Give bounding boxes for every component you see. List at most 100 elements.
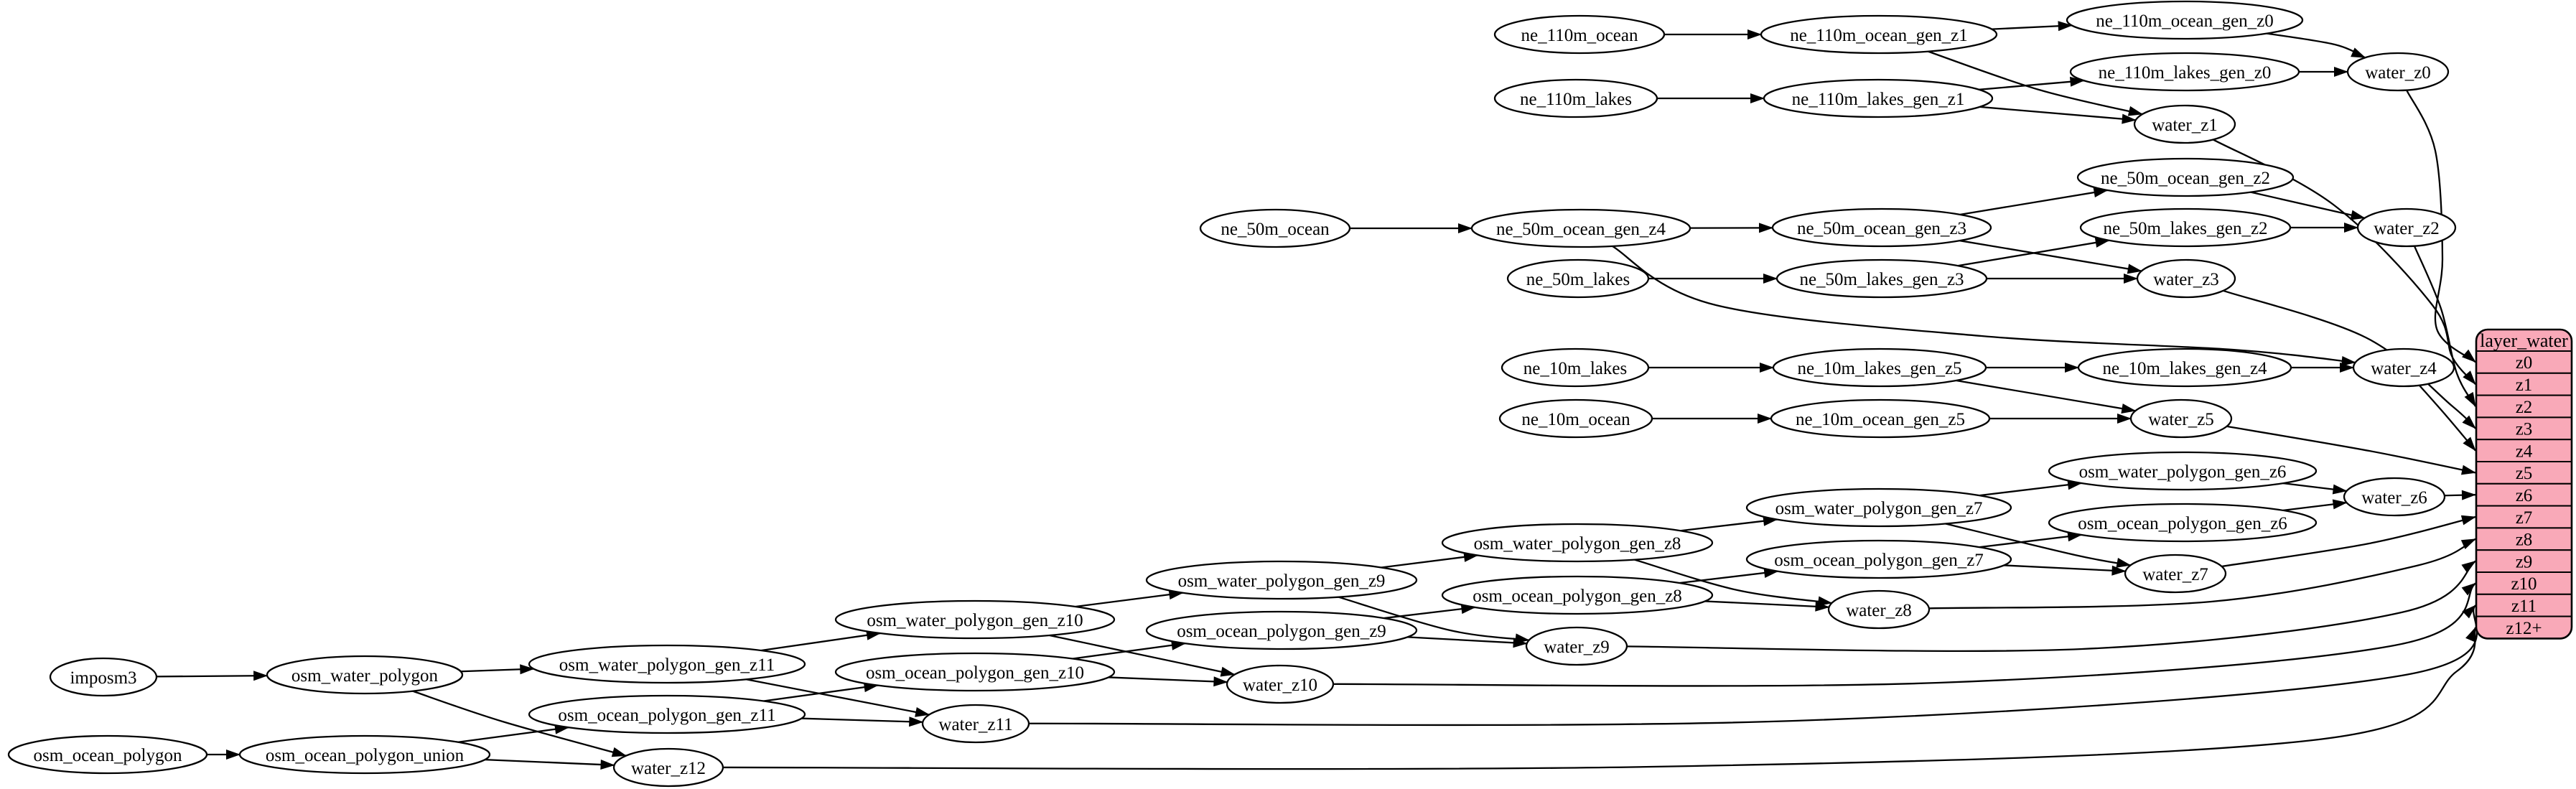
node-ellipse: [1470, 208, 1691, 248]
node-ellipse: [1771, 207, 1992, 248]
node-ellipse: [1145, 560, 1418, 600]
table-row-z3: [2476, 416, 2572, 441]
node-ellipse: [2079, 207, 2292, 248]
node-ellipse: [2352, 347, 2455, 388]
node-osm-ocean-polygon-union: osm_ocean_polygon_union: [238, 734, 491, 775]
edge-osm-water-polygon-gen-z10-to-osm-water-polygon-gen-z9: [1075, 589, 1184, 608]
edge-osm-water-polygon-to-water-z12: [412, 690, 627, 757]
node-ne-110m-ocean: ne_110m_ocean: [1493, 14, 1666, 55]
node-ne-10m-lakes: ne_10m_lakes: [1501, 347, 1650, 388]
node-ne-50m-ocean: ne_50m_ocean: [1199, 208, 1351, 248]
node-label: water_z7: [2142, 565, 2208, 584]
node-osm-water-polygon-gen-z6: osm_water_polygon_gen_z6: [2048, 451, 2318, 491]
node-ne-50m-ocean-gen-z4: ne_50m_ocean_gen_z4: [1470, 208, 1691, 248]
node-label: water_z1: [2152, 116, 2218, 135]
node-water-z1: water_z1: [2133, 104, 2236, 144]
node-label: osm_ocean_polygon_gen_z7: [1774, 551, 1984, 570]
edge-ne-50m-ocean-gen-z3-to-water-z3: [1959, 240, 2142, 274]
node-label: osm_water_polygon_gen_z7: [1775, 499, 1983, 518]
node-label: osm_water_polygon_gen_z8: [1474, 534, 1681, 554]
edge-water-z11-to-layer-water-z11: [1028, 604, 2478, 727]
node-osm-ocean-polygon-gen-z10: osm_ocean_polygon_gen_z10: [834, 652, 1116, 692]
node-ellipse: [1770, 398, 1991, 439]
node-ellipse: [2343, 477, 2446, 517]
node-ne-10m-lakes-gen-z4: ne_10m_lakes_gen_z4: [2077, 347, 2292, 388]
node-label: osm_water_polygon: [291, 666, 439, 686]
node-label: osm_water_polygon_gen_z11: [559, 655, 775, 675]
node-ellipse: [2356, 207, 2457, 248]
edge-osm-ocean-polygon-gen-z6-to-water-z6: [2282, 499, 2348, 512]
edge-water-z4-to-layer-water-z4: [2418, 384, 2476, 452]
node-ne-50m-ocean-gen-z2: ne_50m_ocean_gen_z2: [2076, 157, 2295, 197]
node-label: osm_ocean_polygon_gen_z6: [2078, 514, 2287, 533]
node-label: osm_water_polygon_gen_z9: [1178, 571, 1386, 591]
edge-water-z5-to-layer-water-z5: [2226, 425, 2476, 475]
edge-osm-ocean-polygon-gen-z8-to-water-z8: [1704, 600, 1830, 612]
node-ne-110m-lakes-gen-z1: ne_110m_lakes_gen_z1: [1763, 78, 1994, 118]
node-water-z10: water_z10: [1226, 664, 1335, 704]
node-ellipse: [2076, 157, 2295, 197]
table-row-label-z10: z10: [2511, 574, 2537, 594]
node-water-z8: water_z8: [1827, 589, 1931, 630]
node-ellipse: [1501, 347, 1650, 388]
node-label: water_z3: [2153, 270, 2219, 289]
node-ellipse: [1745, 539, 2012, 579]
node-label: ne_110m_ocean_gen_z0: [2096, 11, 2274, 31]
node-label: ne_50m_ocean: [1221, 220, 1330, 239]
node-ellipse: [49, 657, 158, 697]
edge-osm-ocean-polygon-gen-z11-to-osm-ocean-polygon-gen-z10: [763, 682, 879, 702]
node-ellipse: [7, 734, 208, 775]
node-ellipse: [1441, 575, 1714, 615]
edge-osm-water-polygon-gen-z10-to-water-z10: [1049, 634, 1236, 677]
node-osm-ocean-polygon-gen-z6: osm_ocean_polygon_gen_z6: [2048, 503, 2318, 543]
edge-osm-ocean-polygon-gen-z8-to-osm-ocean-polygon-gen-z7: [1679, 568, 1779, 584]
node-label: ne_110m_ocean: [1521, 26, 1638, 45]
node-label: osm_ocean_polygon_gen_z10: [866, 663, 1084, 683]
table-row-z8: [2476, 527, 2572, 551]
node-water-z2: water_z2: [2356, 207, 2457, 248]
edge-water-z0-to-layer-water-z0: [2406, 90, 2476, 363]
edge-ne-50m-ocean-gen-z2-to-water-z2: [2250, 191, 2366, 220]
table-row-label-z2: z2: [2516, 398, 2533, 417]
node-label: ne_50m_ocean_gen_z4: [1496, 220, 1666, 239]
node-ellipse: [528, 644, 806, 684]
layer-water-table: layer_waterz0z1z2z3z4z5z6z7z8z9z10z11z12…: [2475, 328, 2573, 640]
node-ellipse: [2136, 258, 2236, 299]
node-ellipse: [2048, 451, 2318, 491]
node-water-z0: water_z0: [2346, 52, 2450, 92]
edge-water-z9-to-layer-water-z9: [1626, 560, 2476, 653]
node-ellipse: [2077, 347, 2292, 388]
node-ellipse: [1745, 487, 2012, 528]
node-label: ne_10m_lakes_gen_z4: [2102, 359, 2267, 378]
node-ellipse: [1760, 14, 1998, 55]
edge-osm-water-polygon-gen-z9-to-osm-water-polygon-gen-z8: [1381, 551, 1479, 569]
edge-osm-water-polygon-gen-z7-to-osm-water-polygon-gen-z6: [1979, 480, 2083, 497]
node-label: ne_10m_ocean_gen_z5: [1796, 410, 1965, 429]
node-label: water_z6: [2361, 488, 2427, 508]
node-label: water_z4: [2371, 359, 2437, 378]
edge-osm-ocean-polygon-gen-z10-to-osm-ocean-polygon-gen-z9: [1073, 640, 1186, 660]
table-row-label-z7: z7: [2516, 508, 2533, 528]
node-ellipse: [1506, 258, 1650, 299]
table-row-z12: [2476, 615, 2572, 639]
node-label: ne_50m_ocean_gen_z3: [1797, 219, 1966, 238]
node-label: ne_50m_lakes: [1526, 270, 1630, 289]
node-osm-water-polygon-gen-z7: osm_water_polygon_gen_z7: [1745, 487, 2012, 528]
table-row-z4: [2476, 439, 2572, 463]
node-label: ne_10m_ocean: [1521, 410, 1630, 429]
node-label: ne_110m_lakes_gen_z1: [1792, 90, 1965, 109]
edge-osm-water-polygon-gen-z6-to-water-z6: [2282, 482, 2348, 495]
table-cells: [2476, 330, 2572, 639]
node-imposm3: imposm3: [49, 657, 158, 697]
node-label: water_z2: [2374, 219, 2440, 238]
edge-ne-110m-ocean-gen-z1-to-ne-110m-ocean-gen-z0: [1992, 21, 2073, 32]
node-osm-ocean-polygon-gen-z7: osm_ocean_polygon_gen_z7: [1745, 539, 2012, 579]
node-water-z9: water_z9: [1525, 626, 1628, 666]
node-ellipse: [528, 694, 806, 734]
edge-osm-water-polygon-to-osm-water-polygon-gen-z11: [460, 664, 535, 675]
table-row-label-z0: z0: [2516, 353, 2533, 373]
node-ellipse: [1493, 14, 1666, 55]
node-ne-50m-lakes-gen-z2: ne_50m_lakes_gen_z2: [2079, 207, 2292, 248]
